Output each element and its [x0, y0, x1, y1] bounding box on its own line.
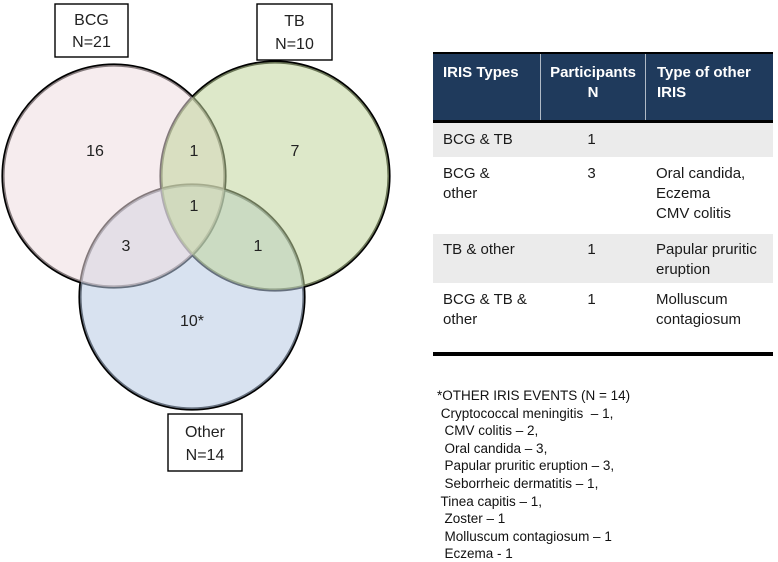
footnote-line: Molluscum contagiosum – 1 — [437, 528, 612, 544]
footnote-line: Papular pruritic eruption – 3, — [437, 458, 615, 474]
header-type-of-other: Type of other IRIS — [645, 54, 773, 120]
count-bcg-tb-other: 1 — [190, 198, 199, 215]
tb-label-box — [256, 3, 333, 61]
tb-n-label: N=10 — [275, 36, 314, 53]
table-header-row: IRIS Types Participants N Type of other … — [433, 54, 773, 123]
count-bcg-only: 16 — [86, 143, 104, 160]
footnote-line: Eczema - 1 — [437, 546, 513, 562]
bcg-label-box — [54, 3, 129, 58]
cell-n: 1 — [587, 241, 596, 258]
other-n-label: N=14 — [186, 447, 225, 464]
footnote-line: Zoster – 1 — [437, 511, 506, 527]
bcg-n-label: N=21 — [72, 34, 111, 51]
footnote-line: CMV colitis – 2, — [437, 423, 539, 439]
cell-iris-type: BCG & TB & other — [443, 291, 527, 328]
bcg-circle-fill — [3, 65, 225, 287]
cell-n: 1 — [587, 291, 596, 308]
table-row: TB & other 1 Papular pruritic eruption — [433, 234, 773, 283]
count-bcg-tb: 1 — [190, 143, 199, 160]
tb-circle-fill — [161, 62, 389, 290]
iris-types-table: IRIS Types Participants N Type of other … — [433, 52, 773, 356]
header-participants: Participants N — [540, 54, 645, 120]
tb-label: TB — [284, 13, 304, 30]
footnote-line: Cryptococcal meningitis – 1, — [437, 405, 614, 421]
footnote-line: Seborrheic dermatitis – 1, — [437, 475, 599, 491]
cell-other-iris — [645, 123, 773, 157]
footnote-line: Oral candida – 3, — [437, 440, 548, 456]
other-iris-events-footnote: *OTHER IRIS EVENTS (N = 14) Cryptococcal… — [437, 387, 630, 562]
count-tb-only: 7 — [291, 143, 300, 160]
bcg-label: BCG — [74, 12, 109, 29]
count-other-only: 10* — [180, 313, 204, 330]
other-label-box — [167, 413, 243, 472]
cell-n: 3 — [587, 165, 596, 182]
cell-iris-type: BCG & other — [443, 165, 490, 202]
cell-other-iris: Papular pruritic eruption — [656, 241, 757, 278]
footnote-line: *OTHER IRIS EVENTS (N = 14) — [437, 388, 631, 403]
footnote-line: Tinea capitis – 1, — [437, 493, 543, 509]
table-row: BCG & other 3 Oral candida, Eczema CMV c… — [433, 157, 773, 234]
cell-other-iris: Molluscum contagiosum — [656, 291, 742, 328]
cell-n: 1 — [587, 131, 596, 148]
header-iris-types: IRIS Types — [443, 64, 519, 81]
cell-iris-type: BCG & TB — [443, 131, 513, 148]
table-row: BCG & TB & other 1 Molluscum contagiosum — [433, 283, 773, 352]
table-row: BCG & TB 1 — [433, 123, 773, 157]
count-tb-other: 1 — [254, 238, 263, 255]
cell-other-iris: Oral candida, Eczema CMV colitis — [656, 165, 746, 222]
other-label: Other — [185, 424, 226, 441]
venn-diagram: 16 1 7 1 3 1 10* BCG N=21 TB N=10 Other … — [1, 3, 391, 472]
count-bcg-other: 3 — [122, 238, 131, 255]
cell-iris-type: TB & other — [443, 241, 515, 258]
